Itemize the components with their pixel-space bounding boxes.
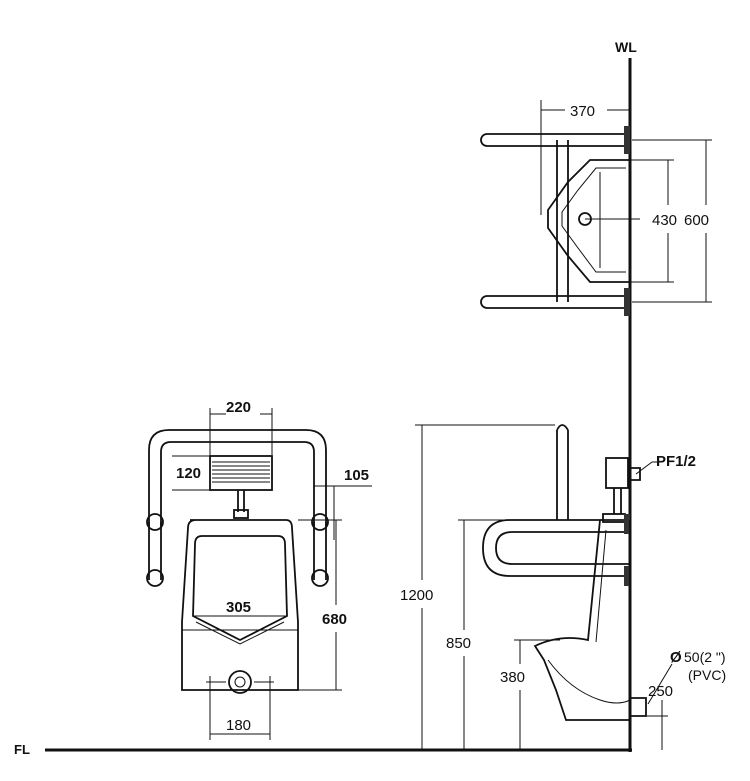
pipe-size-symbol: Ø — [670, 649, 682, 666]
top-depth-dim: 370 — [570, 103, 595, 120]
front-urinal-inner — [192, 535, 288, 642]
front-side-bar-left — [148, 522, 162, 580]
front-height-dim: 680 — [322, 611, 347, 628]
front-drain — [228, 670, 252, 694]
wall-label: WL — [615, 39, 637, 55]
front-bowl-width-dim: 305 — [226, 599, 251, 616]
front-flush-box — [209, 455, 273, 491]
side-vertical-bar — [556, 430, 569, 520]
top-bracket-upper — [624, 126, 630, 154]
floor-label: FL — [14, 742, 30, 757]
side-rail-height-dim: 850 — [446, 635, 471, 652]
side-flush-valve — [605, 457, 629, 489]
side-rim-height-dim: 380 — [500, 669, 525, 686]
side-outlet-height-dim: 250 — [648, 683, 673, 700]
side-view: 1200 850 380 250 PF1/2 Ø 50(2 ") (PVC) — [400, 424, 726, 750]
pipe-size-label: 50(2 ") — [684, 649, 726, 665]
side-horizontal-bar — [482, 519, 630, 577]
front-view: 220 120 105 305 680 180 — [146, 399, 372, 740]
top-urinal-inner — [561, 167, 626, 273]
top-bar-vertical — [556, 140, 569, 302]
top-urinal-outline — [547, 159, 630, 283]
side-urinal-profile — [533, 519, 631, 721]
side-total-height-dim: 1200 — [400, 587, 433, 604]
front-offset-dim: 105 — [344, 467, 369, 484]
front-grab-bar — [148, 429, 327, 526]
top-view: 370 430 600 — [480, 100, 712, 316]
top-bar-upper — [480, 133, 630, 147]
top-inner-width-dim: 430 — [652, 212, 677, 229]
side-outlet-pipe — [630, 697, 647, 717]
pipe-material-label: (PVC) — [688, 667, 726, 683]
front-rail-width-dim: 220 — [226, 399, 251, 416]
front-flush-height-dim: 120 — [176, 465, 201, 482]
top-bar-lower — [480, 295, 630, 309]
valve-size-label: PF1/2 — [656, 453, 696, 470]
top-bracket-lower — [624, 288, 630, 316]
front-side-bar-right — [313, 522, 327, 580]
top-outer-width-dim: 600 — [684, 212, 709, 229]
front-base-width-dim: 180 — [226, 717, 251, 734]
